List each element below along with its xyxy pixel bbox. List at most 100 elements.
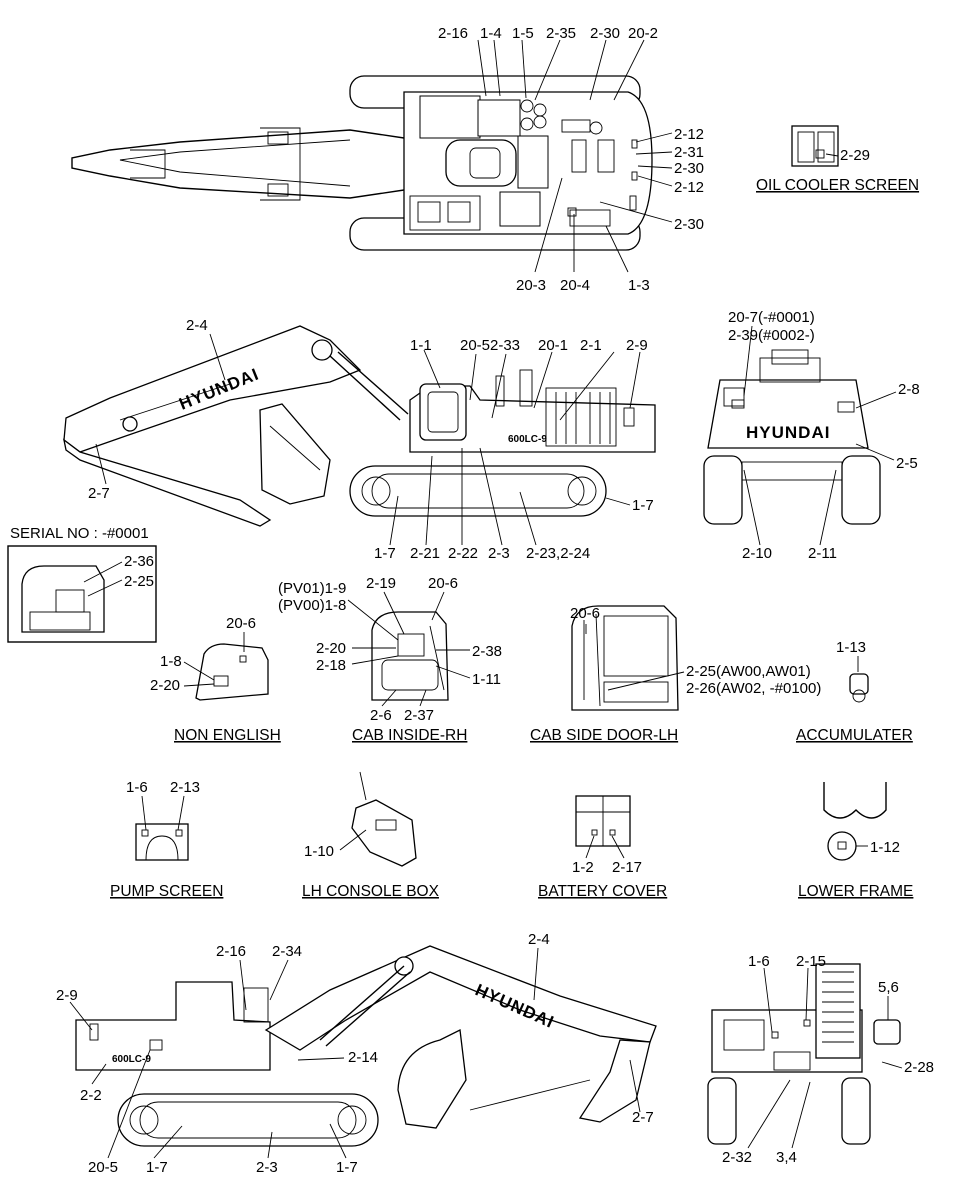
callout: 1-2 [572,859,594,876]
model-badge: 600LC-9 [508,434,547,445]
caption-pump-screen: PUMP SCREEN [110,883,223,900]
callout: 20-5 [88,1159,118,1176]
battery-cover-detail: 1-2 2-17 BATTERY COVER [538,795,667,900]
callout: 2-22 [448,545,478,562]
accumulator-detail: 1-13 ACCUMULATER [796,639,913,744]
cab-side-door-lh-detail: 20-6 2-25(AW00,AW01) 2-26(AW02, -#0100) … [530,605,821,744]
callout: 2-30 [674,160,704,177]
callout: 2-34 [272,943,302,960]
front-view-callouts: 1-6 2-15 5,6 2-28 2-32 3,4 [722,953,934,1166]
caption-accumulator: ACCUMULATER [796,727,913,744]
caption-cab-inside: CAB INSIDE-RH [352,727,467,744]
callout: 1-1 [410,337,432,354]
callout: 2-23,2-24 [526,545,590,562]
callout: 2-13 [170,779,200,796]
callout: (PV00)1-8 [278,597,346,614]
callout: 20-5 [460,337,490,354]
callout: 2-20 [316,640,346,657]
callout: 1-3 [628,277,650,294]
rear-view: HYUNDAI [703,325,897,546]
callout: 2-1 [580,337,602,354]
callout: 2-39(#0002-) [728,327,815,344]
callout: 2-10 [742,545,772,562]
callout: 1-6 [748,953,770,970]
callout: 1-12 [870,839,900,856]
callout: 1-7 [374,545,396,562]
callout: 2-14 [348,1049,378,1066]
callout: 2-31 [674,144,704,161]
callout: 20-3 [516,277,546,294]
callout: 2-25 [124,573,154,590]
callout: 20-6 [226,615,256,632]
callout: 2-17 [612,859,642,876]
callout: 2-7 [632,1109,654,1126]
callout: 2-15 [796,953,826,970]
lh-console-box-detail: 1-10 LH CONSOLE BOX [302,771,440,900]
callout: 20-2 [628,25,658,42]
brand-logo-rear: HYUNDAI [746,423,830,442]
lower-frame-detail: 1-12 LOWER FRAME [798,782,913,900]
callout: 2-2 [80,1087,102,1104]
callout: 1-8 [160,653,182,670]
callout: 2-9 [56,987,78,1004]
callout: 2-38 [472,643,502,660]
callout: 1-13 [836,639,866,656]
callout: 2-6 [370,707,392,724]
model-badge-lh: 600LC-9 [112,1054,151,1065]
callout: 2-20 [150,677,180,694]
top-view-callouts: 2-16 1-4 1-5 2-35 2-30 20-2 2-12 2-31 2-… [438,25,704,294]
oil-cooler-screen: 2-29 OIL COOLER SCREEN [756,125,919,194]
callout: 1-7 [146,1159,168,1176]
callout: 2-11 [808,545,837,562]
caption-lh-console: LH CONSOLE BOX [302,883,440,900]
side-view-lh-callouts: 2-16 2-34 2-4 2-9 2-14 2-2 2-7 20-5 1-7 … [56,931,654,1176]
callout: 2-7 [88,485,110,502]
callout: 2-21 [410,545,440,562]
callout: 1-6 [126,779,148,796]
callout: 2-3 [488,545,510,562]
callout: 1-10 [304,843,334,860]
callout: 2-25(AW00,AW01) [686,663,811,680]
callout: 2-18 [316,657,346,674]
callout: 20-7(-#0001) [728,309,815,326]
callout: (PV01)1-9 [278,580,346,597]
callout: 2-3 [256,1159,278,1176]
front-view [707,963,903,1149]
callout: 2-33 [490,337,520,354]
top-view [71,39,673,273]
callout: 2-9 [626,337,648,354]
callout: 2-30 [674,216,704,233]
callout: 3,4 [776,1149,797,1166]
callout: 2-4 [528,931,550,948]
pump-screen-detail: 1-6 2-13 PUMP SCREEN [110,779,223,900]
serial-box-title: SERIAL NO : -#0001 [10,525,149,542]
callout: 2-35 [546,25,576,42]
callout: 1-7 [632,497,654,514]
callout: 20-4 [560,277,590,294]
callout: 2-16 [216,943,246,960]
callout: 2-12 [674,179,704,196]
callout: 2-12 [674,126,704,143]
callout: 2-32 [722,1149,752,1166]
caption-battery-cover: BATTERY COVER [538,883,667,900]
callout: 1-7 [336,1159,358,1176]
callout: 2-16 [438,25,468,42]
callout: 1-11 [472,671,501,688]
side-view-rh-callouts: 2-4 1-1 20-5 2-33 20-1 2-1 2-9 2-7 1-7 1… [88,317,654,562]
callout: 2-30 [590,25,620,42]
callout: 2-29 [840,147,870,164]
caption-lower-frame: LOWER FRAME [798,883,913,900]
caption-oil-cooler: OIL COOLER SCREEN [756,177,919,194]
rear-view-callouts: 20-7(-#0001) 2-39(#0002-) 2-8 2-5 2-10 2… [728,309,920,562]
callout: 20-6 [570,605,600,622]
callout: 1-5 [512,25,534,42]
callout: 2-37 [404,707,434,724]
callout: 20-1 [538,337,568,354]
callout: 20-6 [428,575,458,592]
callout: 2-4 [186,317,208,334]
callout: 2-36 [124,553,154,570]
caption-cab-door: CAB SIDE DOOR-LH [530,727,678,744]
callout: 2-8 [898,381,920,398]
cab-inside-rh-detail [347,591,471,707]
callout: 1-4 [480,25,502,42]
